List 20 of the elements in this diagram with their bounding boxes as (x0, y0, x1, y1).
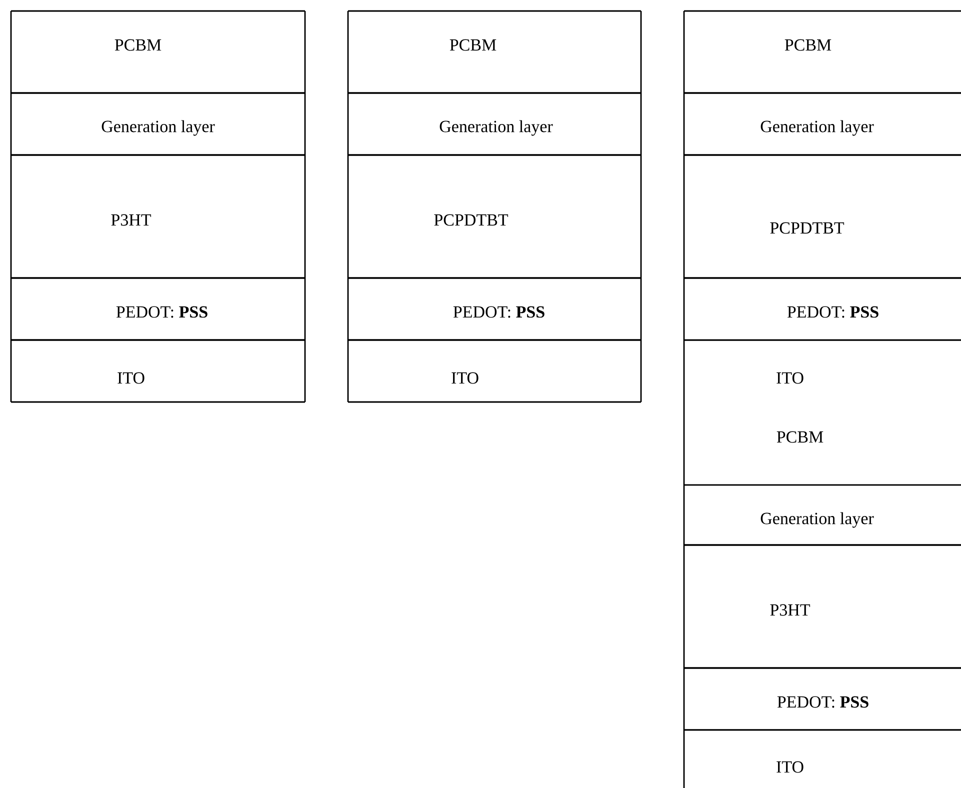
layer-box: P3HT (683, 544, 961, 669)
layer-box: PEDOT: PSS (683, 667, 961, 731)
layer-box: PCPDTBT (347, 154, 642, 279)
layer-box: Generation layer (10, 92, 306, 156)
layer-box: PEDOT: PSS (683, 277, 961, 341)
layer-box: Generation layer (347, 92, 642, 156)
layer-box: ITO (683, 729, 961, 788)
layer-box: PCBM (10, 10, 306, 94)
layer-box: ITO (10, 339, 306, 403)
layer-box: PEDOT: PSS (347, 277, 642, 341)
layer-box: Generation layer (683, 484, 961, 546)
layer-box: ITO (683, 339, 961, 405)
layer-box: Generation layer (683, 92, 961, 156)
layer-box: PCBM (683, 405, 824, 485)
layer-box: P3HT (10, 154, 306, 279)
layer-box: ITO (347, 339, 642, 403)
layer-box: PCPDTBT (683, 154, 961, 279)
layer-box: PCBM (683, 10, 961, 94)
layer-box: PCBM (347, 10, 642, 94)
layer-box: PEDOT: PSS (10, 277, 306, 341)
